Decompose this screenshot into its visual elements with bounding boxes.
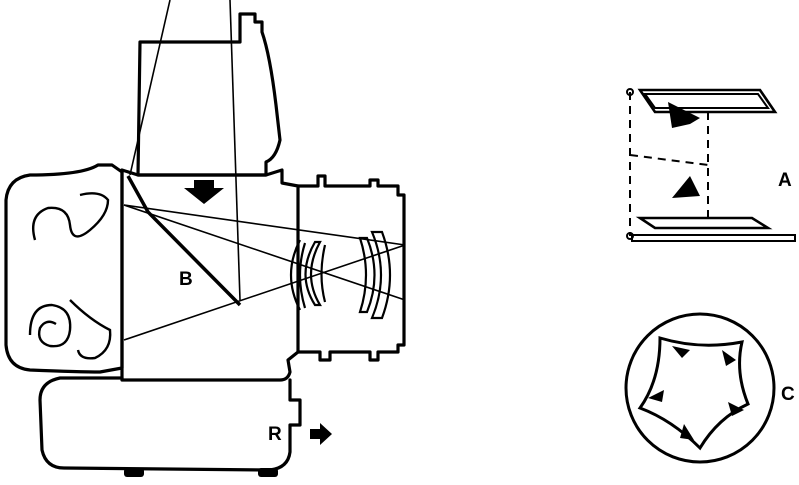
label-mirror: B bbox=[179, 269, 193, 290]
shutter-detail bbox=[626, 88, 796, 242]
arrow-icon bbox=[310, 423, 332, 445]
label-aperture: C bbox=[781, 384, 795, 405]
mirror-box bbox=[120, 168, 300, 382]
aperture-detail bbox=[624, 312, 776, 464]
lens-barrel bbox=[296, 174, 406, 362]
arrow-icon bbox=[648, 346, 744, 440]
wind-knob bbox=[28, 192, 112, 360]
film-back bbox=[38, 376, 302, 472]
label-shutter: A bbox=[778, 170, 792, 191]
camera-body bbox=[4, 12, 406, 472]
label-release: R bbox=[268, 424, 282, 445]
lens-elements bbox=[290, 230, 392, 320]
reflex-mirror bbox=[126, 175, 242, 307]
arrow-icon bbox=[668, 102, 700, 198]
camera-feet bbox=[124, 468, 278, 477]
viewfinder-hood bbox=[136, 12, 282, 177]
optical-paths bbox=[121, 0, 406, 368]
film-knob-housing bbox=[4, 163, 124, 374]
arrow-icon bbox=[184, 180, 224, 204]
